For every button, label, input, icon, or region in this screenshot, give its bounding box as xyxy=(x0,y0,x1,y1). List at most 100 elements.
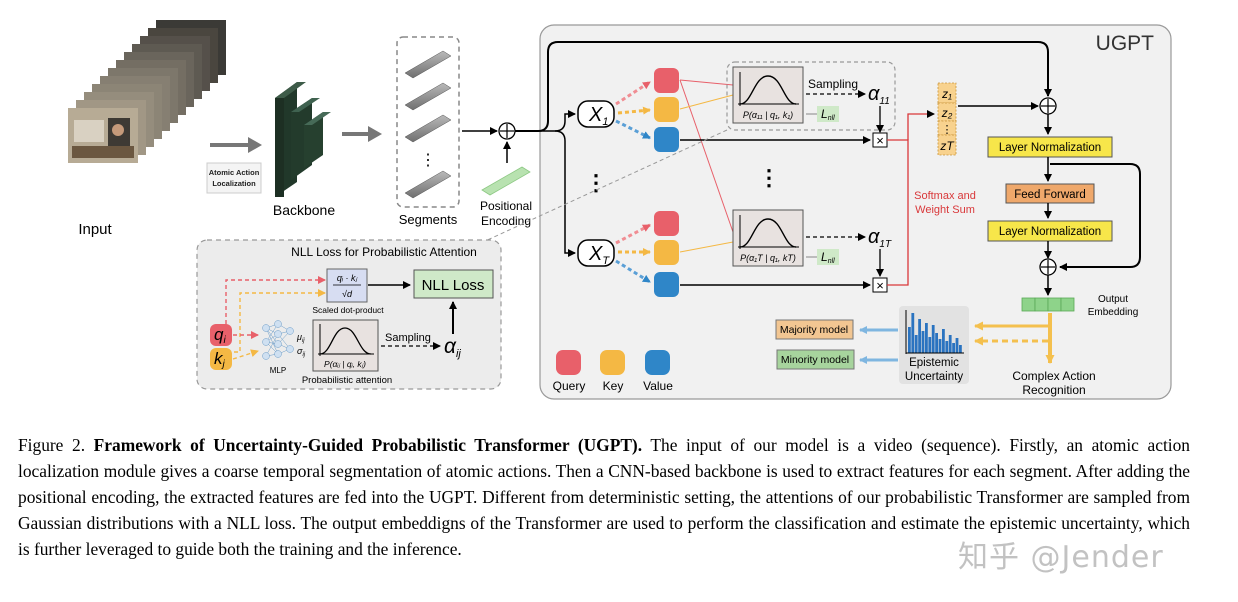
xT-label: XT xyxy=(588,243,610,267)
sigma-label: σij xyxy=(297,346,306,358)
prob-highlight-box xyxy=(726,61,896,131)
segments-box xyxy=(396,36,460,208)
hist-bar xyxy=(931,325,935,353)
v-arrow-top xyxy=(615,119,651,140)
scaled-dot-box xyxy=(326,268,368,303)
lnll-top: Lnll xyxy=(821,107,835,122)
red-sum-line xyxy=(887,139,909,286)
legend-query-label: Query xyxy=(553,379,586,393)
vdots-left: ⋮ xyxy=(585,170,607,195)
z-item-1: z₁ xyxy=(941,87,952,101)
k-arrow-top xyxy=(617,106,651,115)
complex-label-1: Complex Action xyxy=(1012,369,1095,383)
nll-loss-label: NLL Loss xyxy=(422,277,485,294)
prob-attn-label: Probabilistic attention xyxy=(302,375,392,386)
kj-to-mlp xyxy=(232,349,259,360)
layer-norm-2-label: Layer Normalization xyxy=(999,226,1101,238)
input-video-frames xyxy=(68,20,226,163)
x1-label: X1 xyxy=(588,104,608,128)
qk-denominator: √d xyxy=(342,289,353,299)
segment-bars xyxy=(404,50,452,199)
hist-bar xyxy=(908,327,911,353)
framework-figure: Input Atomic Action Localization Backbon… xyxy=(68,20,1172,400)
residual-path-top xyxy=(515,41,1052,132)
key-square-top xyxy=(654,97,679,122)
branch-xT xyxy=(554,130,576,257)
figure-caption: Figure 2. Framework of Uncertainty-Guide… xyxy=(18,432,1190,562)
z-item-dots: ⋮ xyxy=(942,124,953,136)
lnll-box-top xyxy=(817,106,839,122)
mlp-label: MLP xyxy=(270,366,286,375)
lnll-bottom: Lnll xyxy=(821,250,835,265)
red-to-z xyxy=(907,110,935,140)
query-square-top xyxy=(654,68,679,93)
multiply-bottom: × xyxy=(876,278,884,293)
layer-norm-1-label: Layer Normalization xyxy=(999,142,1101,154)
majority-label: Majority model xyxy=(780,324,848,336)
gaussian-bottom xyxy=(739,218,797,248)
legend-value-swatch xyxy=(645,350,670,375)
prob-nll-label: P(αᵢⱼ | qᵢ, kⱼ) xyxy=(324,359,366,369)
minority-label: Minority model xyxy=(781,354,849,366)
output-embedding xyxy=(1021,297,1075,312)
layer-norm-2-box xyxy=(987,220,1113,242)
value-square-top xyxy=(654,127,679,152)
zoom-connector xyxy=(469,129,728,249)
alpha-ij: αij xyxy=(444,335,461,360)
ln1-skip xyxy=(1050,163,1141,271)
gaussian-nll xyxy=(319,327,372,355)
feed-forward-label: Feed Forward xyxy=(1014,189,1086,201)
hist-bar xyxy=(911,313,915,353)
qi-to-scaled xyxy=(225,276,326,324)
epistemic-label-1: Epistemic xyxy=(909,357,959,369)
z-item-2: z₂ xyxy=(941,106,953,120)
atomic-label-1: Atomic Action xyxy=(209,168,260,177)
output-embedding-label-1: Output xyxy=(1098,294,1128,305)
backbone-arrow xyxy=(342,132,370,136)
epistemic-histogram xyxy=(908,313,962,353)
legend-value-label: Value xyxy=(643,379,673,393)
lnll-box-bottom xyxy=(817,249,839,265)
hist-bar xyxy=(948,335,952,353)
z-stack xyxy=(937,82,957,156)
caption-prefix: Figure 2. xyxy=(18,435,86,455)
attention-lines xyxy=(679,79,734,253)
atomic-localization-box xyxy=(206,162,262,194)
zhihu-watermark: 知乎 @Jender xyxy=(958,540,1164,575)
majority-box xyxy=(775,319,854,340)
gaussian-top xyxy=(739,75,797,105)
feed-forward-box xyxy=(1005,183,1095,204)
hist-bar xyxy=(938,339,942,353)
softmax-label-1: Softmax and xyxy=(914,190,976,202)
softmax-label-2: Weight Sum xyxy=(915,204,975,216)
scaled-dot-label: Scaled dot-product xyxy=(312,305,384,315)
backbone-label: Backbone xyxy=(273,202,335,218)
layer-norm-1-box xyxy=(987,136,1113,158)
segments-dots: ⋮ xyxy=(420,152,436,169)
key-square-bottom xyxy=(654,240,679,265)
backbone-cnn xyxy=(275,82,331,197)
hist-bar xyxy=(928,337,932,353)
minority-box xyxy=(776,349,855,370)
hist-bar xyxy=(921,331,925,353)
value-square-bottom xyxy=(654,272,679,297)
atomic-label-2: Localization xyxy=(212,179,256,188)
kj-box xyxy=(210,348,232,370)
caption-body: The input of our model is a video (seque… xyxy=(18,435,1190,559)
mlp-network xyxy=(262,320,294,360)
hist-bar xyxy=(959,345,962,353)
query-square-bottom xyxy=(654,211,679,236)
pos-enc-label-2: Encoding xyxy=(481,214,531,228)
epistemic-label-2: Uncertainty xyxy=(905,371,963,383)
backbone-arrowhead xyxy=(368,126,382,142)
caption-title: Framework of Uncertainty-Guided Probabil… xyxy=(93,435,643,455)
alpha-top: α11 xyxy=(868,83,890,107)
input-label: Input xyxy=(78,221,112,238)
pos-encoding-bar xyxy=(481,166,531,196)
ugpt-title: UGPT xyxy=(1096,32,1155,55)
z-item-T: zT xyxy=(939,139,955,153)
output-embedding-label-2: Embedding xyxy=(1088,307,1139,318)
prob-top-label: P(α₁₁ | q₁, k₁) xyxy=(743,110,793,120)
qk-numerator: qᵢ · kⱼ xyxy=(337,273,359,283)
kj-to-scaled xyxy=(234,289,326,353)
